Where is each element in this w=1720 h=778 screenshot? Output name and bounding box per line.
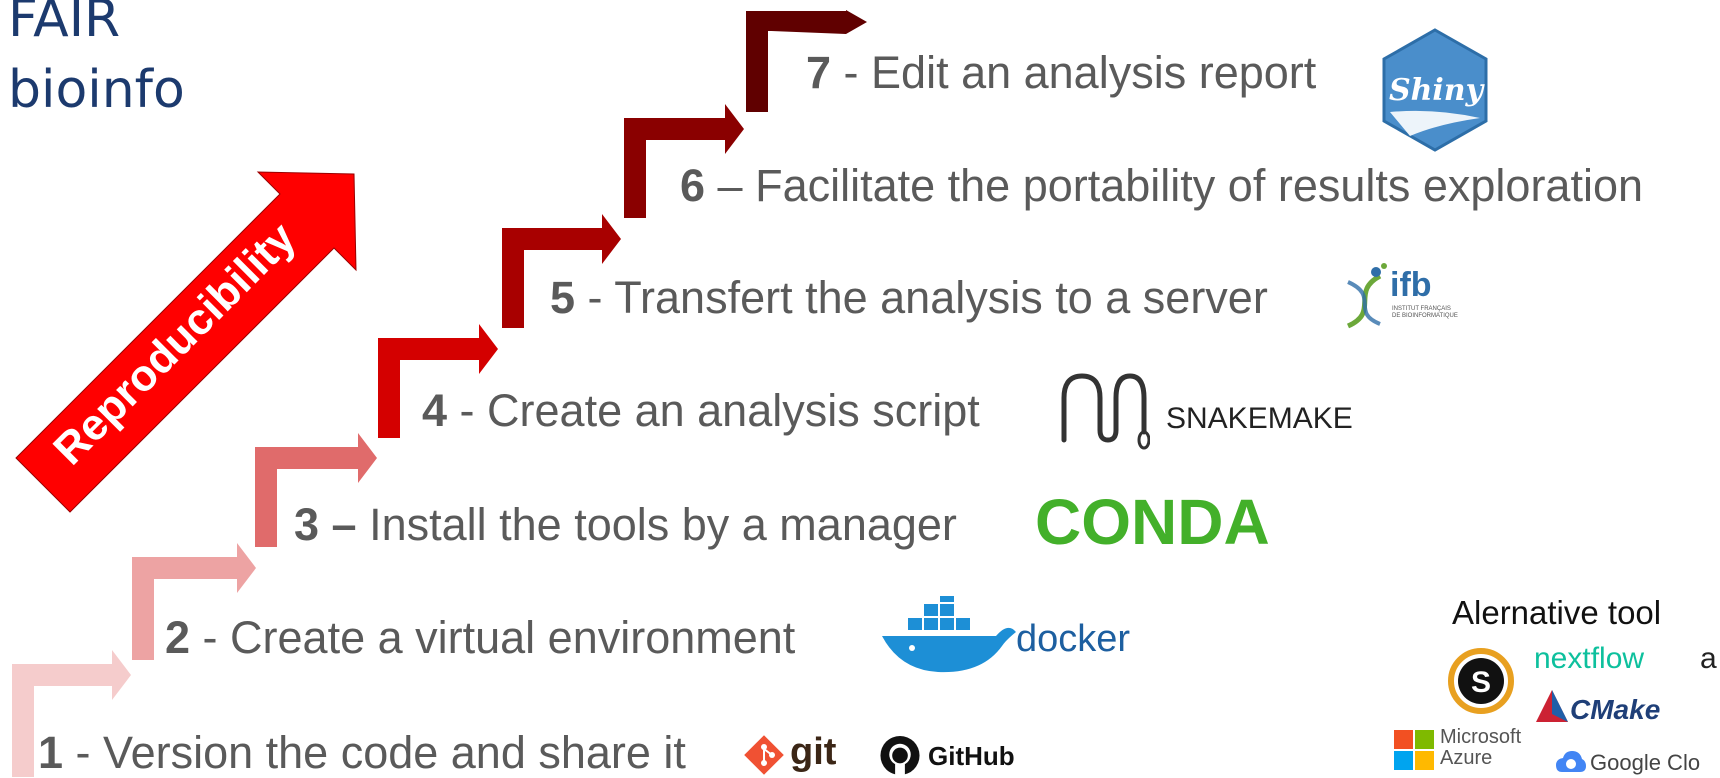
- snake-icon: [1061, 373, 1150, 450]
- nextflow-logo: nextflow: [1534, 642, 1645, 675]
- brand-line-2: bioinfo: [8, 60, 185, 120]
- svg-text:Shiny: Shiny: [1389, 73, 1486, 108]
- arrow-label: Reproducibility: [44, 213, 305, 474]
- stair-7: [746, 10, 867, 112]
- step-1: 1 - Version the code and share it: [38, 727, 686, 778]
- stair-1: [12, 650, 131, 777]
- git-wordmark: git: [790, 731, 837, 773]
- cmake-triangle-icon: [1536, 690, 1568, 722]
- google-cloud-wordmark: Google Clo: [1590, 750, 1701, 775]
- snakemake-circle-icon: S: [1448, 648, 1514, 714]
- stair-3: [255, 433, 377, 547]
- stair-2: [132, 543, 256, 660]
- docker-wordmark: docker: [1016, 618, 1131, 660]
- step-3: 3 – Install the tools by a manager: [294, 499, 957, 550]
- conda-logo: CONDA: [1035, 486, 1270, 558]
- google-cloud-icon: [1556, 751, 1586, 772]
- svg-text:S: S: [1471, 666, 1491, 699]
- github-icon: [880, 735, 920, 776]
- alt-partial-logo: a: [1700, 642, 1717, 675]
- cmake-wordmark: CMake: [1570, 694, 1661, 725]
- snakemake-wordmark: SNAKEMAKE: [1166, 402, 1353, 435]
- docker-whale-icon: [882, 596, 1016, 673]
- stair-4: [378, 324, 498, 438]
- alternatives-title: Alernative tool: [1452, 594, 1662, 631]
- step-4: 4 - Create an analysis script: [422, 385, 980, 436]
- step-2: 2 - Create a virtual environment: [165, 612, 796, 663]
- stair-5: [502, 214, 621, 328]
- shiny-logo-icon: Shiny: [1382, 28, 1488, 152]
- microsoft-icon: [1394, 730, 1434, 770]
- github-wordmark: GitHub: [928, 741, 1015, 771]
- dna-helix-icon: [1346, 263, 1387, 329]
- git-icon: [744, 735, 784, 775]
- step-5: 5 - Transfert the analysis to a server: [550, 272, 1268, 323]
- step-6: 6 – Facilitate the portability of result…: [680, 160, 1644, 211]
- stair-6: [624, 104, 744, 218]
- step-7: 7 - Edit an analysis report: [806, 47, 1317, 98]
- brand-line-1: FAIR: [8, 0, 121, 49]
